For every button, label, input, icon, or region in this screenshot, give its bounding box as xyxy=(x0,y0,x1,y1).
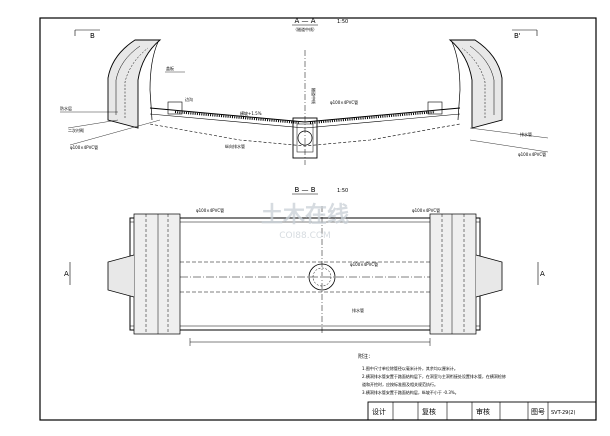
notes-line-2: 2.横洞排水管安置于路面结构层下，在洞室与主洞衔接处设置排水管，在横洞检修 xyxy=(362,373,506,379)
label-ditch: 边沟 xyxy=(185,96,193,102)
tb-check: 审核 xyxy=(476,407,490,416)
notes-heading: 附注： xyxy=(358,353,373,360)
right-wall xyxy=(448,39,503,129)
label-layer: 防水层 xyxy=(60,105,72,111)
notes: 附注： 1.图中尺寸单位除管径以毫米计外，其余均以厘米计。 2.横洞排水管安置于… xyxy=(358,353,506,395)
watermark-sub: COI88.COM xyxy=(279,231,330,241)
label-pipe-right: φ100×4PVC管 xyxy=(518,151,546,157)
label-long-pipe: 纵向排水管 xyxy=(225,143,245,149)
label-drain: 排水管 xyxy=(520,131,532,137)
section-aa: A — A 1:50 （隧道中线） B B' 隧 xyxy=(60,17,549,165)
section-bb-title: B — B xyxy=(294,186,315,194)
section-aa-sub: （隧道中线） xyxy=(293,26,317,32)
mark-b-left: B xyxy=(90,32,95,40)
label-slope: 横坡+1.5% xyxy=(240,110,262,116)
label-cover: 盖板 xyxy=(166,65,174,71)
title-block: 设计 复核 审核 图号 SVT-29(2) xyxy=(367,401,597,421)
notes-line-1: 1.图中尺寸单位除管径以毫米计外，其余均以厘米计。 xyxy=(362,365,458,371)
tb-drawing-no: SVT-29(2) xyxy=(551,410,575,416)
label-pipe-bb-mid: φ100×4PVC管 xyxy=(350,261,378,267)
notes-line-3: 道和开挖时，应按标准图及相关规范执行。 xyxy=(362,381,438,387)
tb-drawing-no-label: 图号 xyxy=(531,408,545,416)
center-label: 隧道中线 xyxy=(311,88,317,104)
mark-b-right: B' xyxy=(514,32,521,40)
label-pipe-left: φ100×4PVC管 xyxy=(70,144,98,150)
left-wall xyxy=(107,39,162,129)
mark-a-right: A xyxy=(540,270,545,278)
section-aa-title: A — A xyxy=(294,17,315,25)
section-bb-scale: 1:50 xyxy=(337,188,348,194)
section-aa-scale: 1:50 xyxy=(337,19,348,25)
label-pipe-mid: φ100×4PVC管 xyxy=(330,99,358,105)
watermark-main: 土木在线 xyxy=(261,202,349,228)
label-pipe-bb-right: φ100×4PVC管 xyxy=(412,207,440,213)
label-drain-bb: 排水管 xyxy=(352,307,364,313)
notes-line-4: 3.横洞排水管安置于路面结构层，纵坡不小于 -0.3%。 xyxy=(362,389,459,395)
watermark: 土木在线 COI88.COM xyxy=(261,202,349,241)
drawing-frame xyxy=(39,17,597,421)
label-pipe-bb-left: φ100×4PVC管 xyxy=(196,207,224,213)
label-lining: 二次衬砌 xyxy=(68,127,84,133)
tb-review: 复核 xyxy=(422,407,436,416)
section-bb: B — B 1:50 A A φ100×4PVC管 φ xyxy=(64,186,545,346)
tb-design: 设计 xyxy=(372,407,386,416)
mark-a-left: A xyxy=(64,270,69,278)
